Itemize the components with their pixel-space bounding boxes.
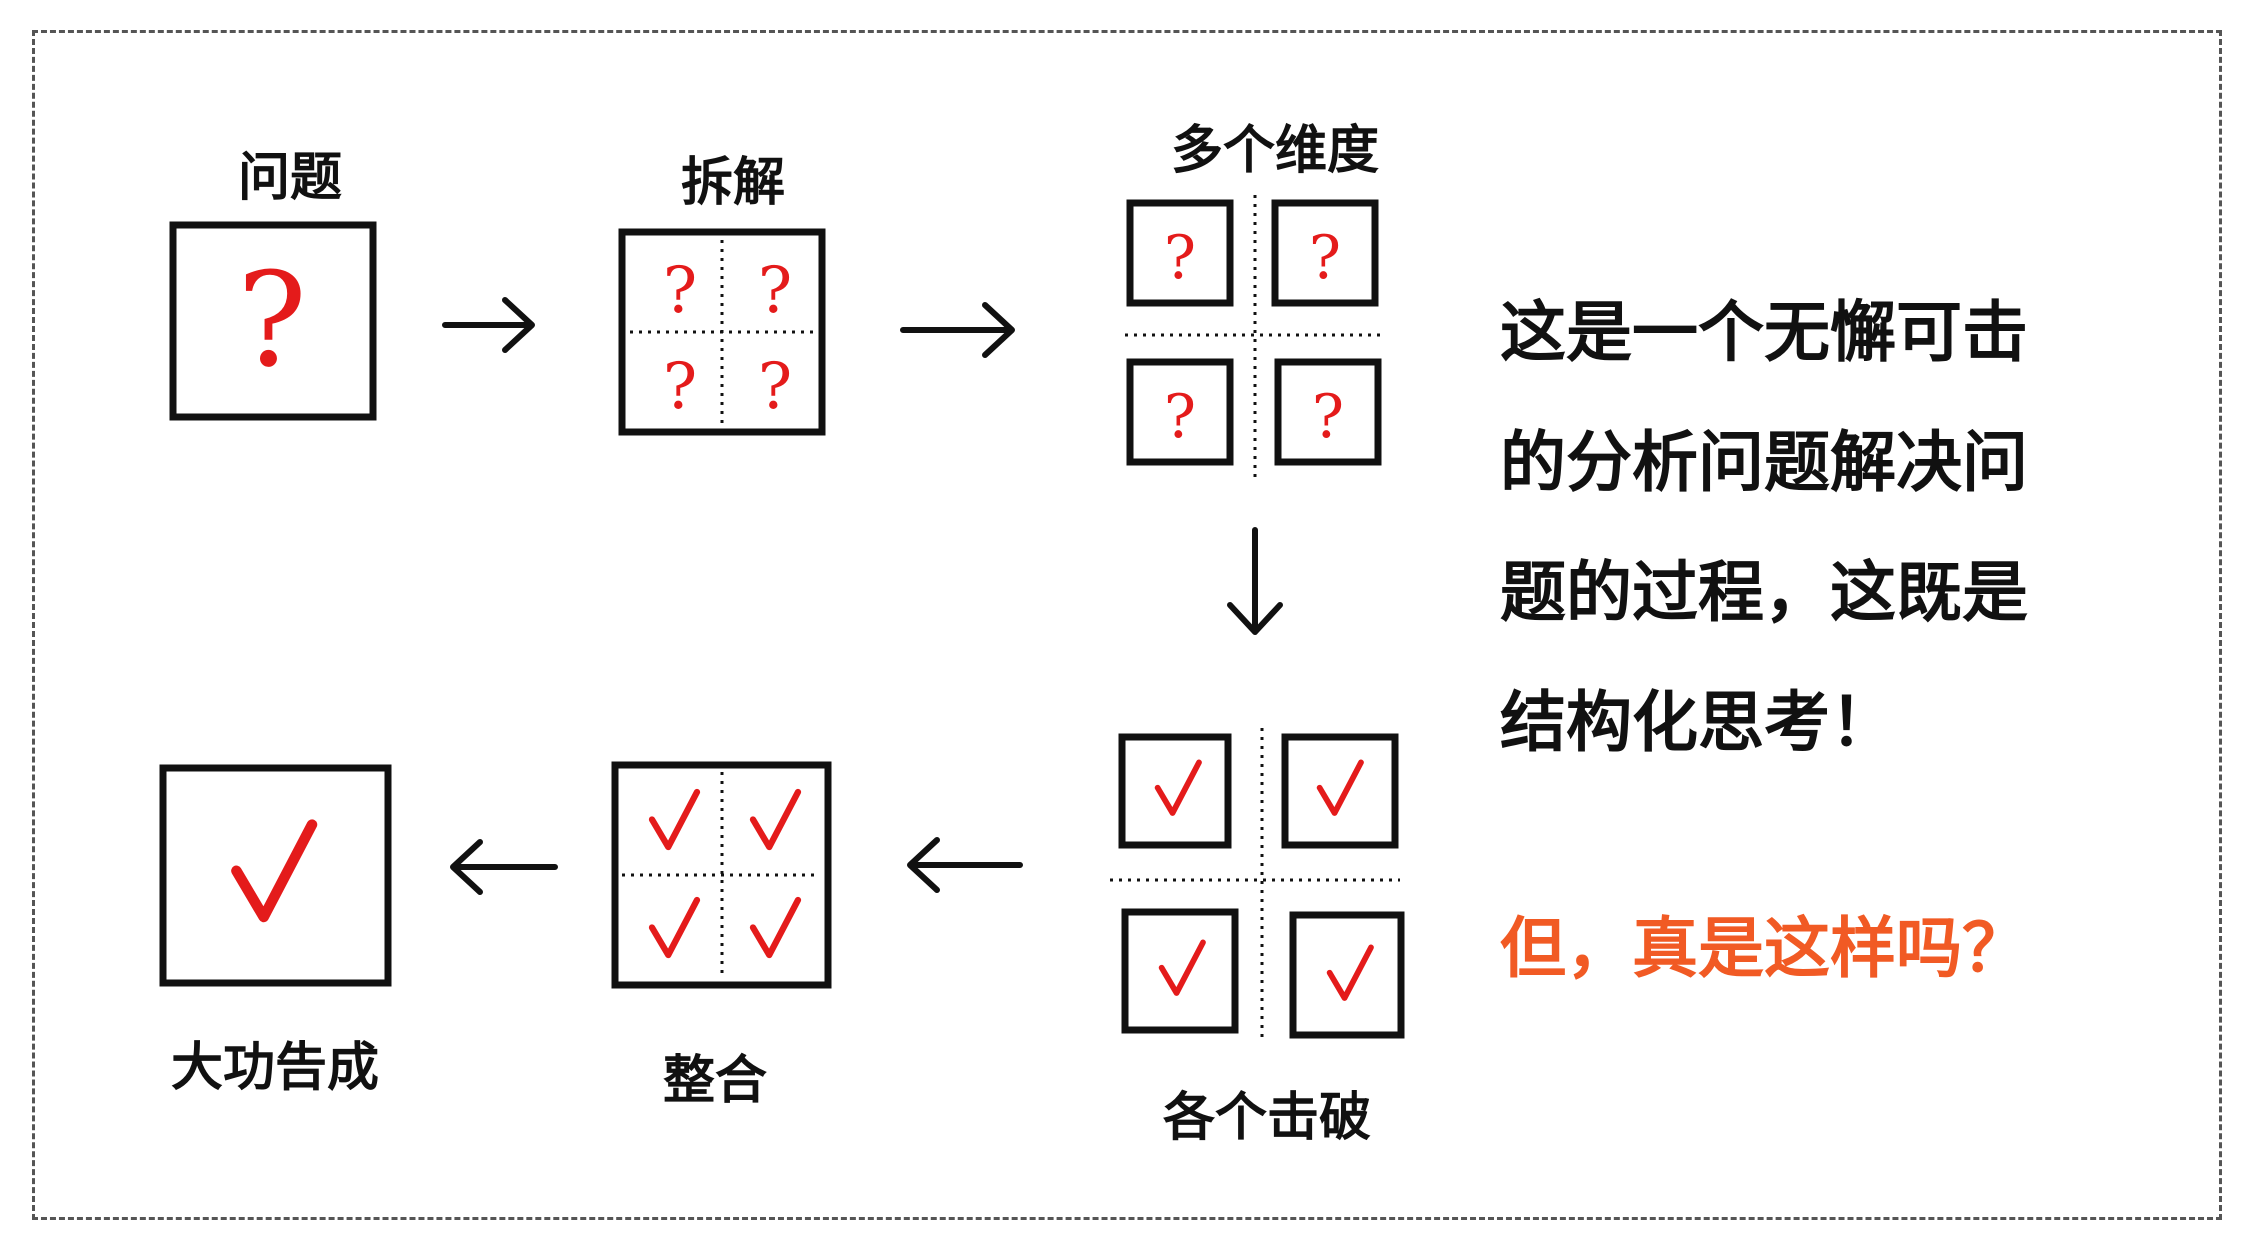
integrate-box bbox=[611, 761, 832, 989]
dimension-box bbox=[1274, 358, 1382, 466]
question-mark-icon: ? bbox=[663, 254, 697, 328]
check-mark-icon bbox=[753, 792, 798, 847]
question-mark-icon: ? bbox=[1164, 223, 1196, 293]
arrow-down-icon bbox=[1227, 527, 1283, 635]
check-mark-icon bbox=[652, 792, 697, 847]
success-box bbox=[159, 764, 392, 987]
label-split: 拆解 bbox=[681, 153, 785, 213]
check-mark-icon bbox=[1162, 942, 1203, 993]
check-mark-icon bbox=[1330, 947, 1371, 998]
arrow-left-icon bbox=[907, 837, 1023, 893]
dimension-box bbox=[1126, 358, 1234, 466]
check-mark-icon bbox=[236, 825, 312, 917]
conquer-box bbox=[1121, 908, 1239, 1034]
question-mark-icon: ? bbox=[758, 254, 792, 328]
label-dimensions: 多个维度 bbox=[1171, 121, 1379, 181]
conquer-box bbox=[1118, 733, 1232, 849]
check-mark-icon bbox=[1320, 762, 1361, 813]
description-line: 题的过程，这既是 bbox=[1500, 554, 2028, 631]
description-line: 这是一个无懈可击 bbox=[1500, 294, 2028, 371]
conquer-box bbox=[1289, 911, 1405, 1039]
check-mark-icon bbox=[652, 900, 697, 955]
arrow-right-icon bbox=[900, 302, 1015, 358]
dimension-box bbox=[1126, 199, 1234, 307]
question-mark-icon: ? bbox=[758, 350, 792, 424]
description-line: 的分析问题解决问 bbox=[1500, 424, 2028, 501]
split-box bbox=[618, 228, 826, 436]
check-mark-icon bbox=[1158, 762, 1199, 813]
dashed-frame bbox=[32, 30, 2222, 1220]
label-integrate: 整合 bbox=[663, 1051, 767, 1111]
description-text: 这是一个无懈可击 的分析问题解决问 题的过程，这既是 结构化思考！ bbox=[1500, 268, 2150, 788]
question-mark-icon: ? bbox=[663, 350, 697, 424]
question-mark-icon: ? bbox=[1164, 382, 1196, 452]
conquer-box bbox=[1281, 733, 1399, 849]
problem-box bbox=[169, 221, 377, 421]
question-mark-icon: ? bbox=[237, 244, 307, 396]
check-mark-icon bbox=[753, 900, 798, 955]
label-problem: 问题 bbox=[238, 148, 342, 208]
label-conquer: 各个击破 bbox=[1163, 1088, 1371, 1148]
dimension-box bbox=[1271, 199, 1379, 307]
question-mark-icon: ? bbox=[1312, 382, 1344, 452]
label-success: 大功告成 bbox=[171, 1038, 379, 1098]
description-line: 结构化思考！ bbox=[1500, 684, 1896, 761]
arrow-right-icon bbox=[442, 297, 535, 353]
arrow-left-icon bbox=[450, 839, 558, 895]
question-text: 但，真是这样吗？ bbox=[1500, 910, 2028, 987]
question-mark-icon: ? bbox=[1309, 223, 1341, 293]
